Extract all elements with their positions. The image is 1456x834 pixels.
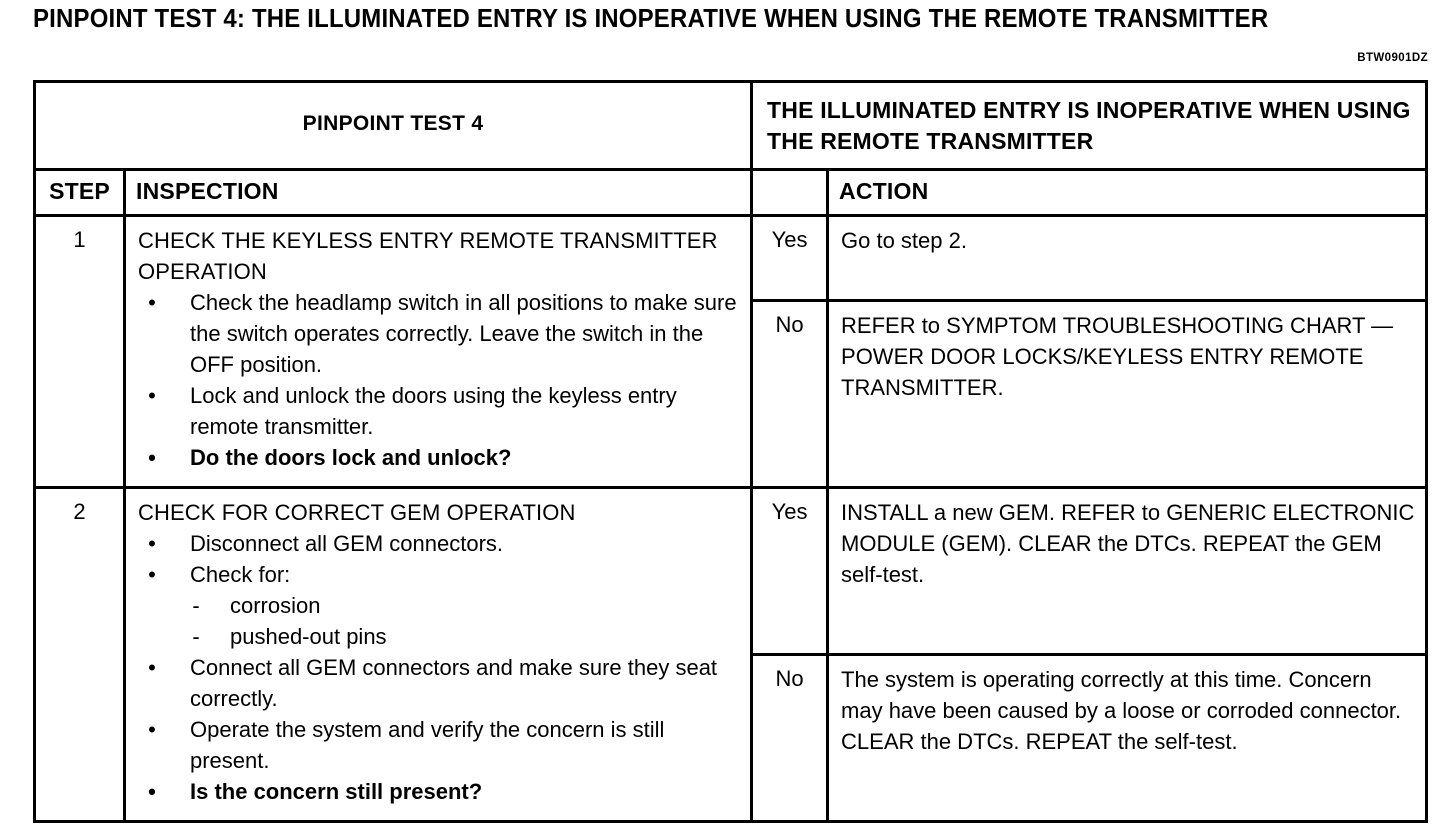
- document-code: BTW0901DZ: [1357, 52, 1428, 64]
- table-row: 1 CHECK THE KEYLESS ENTRY REMOTE TRANSMI…: [33, 214, 1429, 489]
- action-text: INSTALL a new GEM. REFER to GENERIC ELEC…: [841, 499, 1415, 587]
- bullet-text: Disconnect all GEM connectors.: [190, 530, 504, 556]
- test-id-cell: PINPOINT TEST 4: [32, 80, 754, 171]
- dash-icon: -: [192, 623, 200, 649]
- inspection-cell: CHECK THE KEYLESS ENTRY REMOTE TRANSMITT…: [122, 214, 754, 489]
- table-row: No REFER to SYMPTOM TROUBLESHOOTING CHAR…: [35, 299, 1429, 489]
- table-header-title-row: PINPOINT TEST 4 THE ILLUMINATED ENTRY IS…: [32, 80, 1429, 171]
- inspection-cell: CHECK FOR CORRECT GEM OPERATION • Discon…: [122, 485, 754, 824]
- page-title: PINPOINT TEST 4: THE ILLUMINATED ENTRY I…: [33, 5, 1269, 33]
- list-item: • Check for: - corrosion - pushed-out pi…: [138, 559, 740, 652]
- list-item: • Lock and unlock the doors using the ke…: [138, 380, 740, 442]
- sub-bullet-text: pushed-out pins: [230, 623, 387, 649]
- inspection-bullet-list: • Check the headlamp switch in all posit…: [138, 287, 740, 473]
- list-item: • Connect all GEM connectors and make su…: [138, 652, 740, 714]
- action-text: REFER to SYMPTOM TROUBLESHOOTING CHART —…: [841, 313, 1394, 401]
- list-item: • Check the headlamp switch in all posit…: [138, 287, 740, 380]
- bullet-text: Check the headlamp switch in all positio…: [190, 290, 737, 378]
- table-row: No The system is operating correctly at …: [35, 652, 1429, 824]
- list-item: • Do the doors lock and unlock?: [138, 442, 740, 473]
- action-cell: Go to step 2.: [826, 214, 1429, 303]
- bullet-icon: •: [148, 561, 156, 587]
- test-name-cell: THE ILLUMINATED ENTRY IS INOPERATIVE WHE…: [750, 80, 1429, 171]
- bullet-icon: •: [148, 383, 156, 409]
- bullet-icon: •: [148, 530, 156, 556]
- sub-bullet-text: corrosion: [230, 592, 321, 618]
- inspection-bullet-list: • Disconnect all GEM connectors. • Check…: [138, 528, 740, 807]
- step-number: 1: [33, 214, 126, 489]
- table-row: 2 CHECK FOR CORRECT GEM OPERATION • Disc…: [33, 485, 1429, 824]
- dash-icon: -: [192, 592, 200, 618]
- pinpoint-test-table: PINPOINT TEST 4 THE ILLUMINATED ENTRY IS…: [32, 80, 1429, 824]
- bullet-icon: •: [148, 654, 156, 680]
- bullet-text: Connect all GEM connectors and make sure…: [190, 654, 718, 711]
- bullet-text: Operate the system and verify the concer…: [190, 716, 665, 773]
- result-label-no: No: [750, 652, 830, 824]
- list-item: - corrosion: [190, 590, 740, 621]
- list-item: • Disconnect all GEM connectors.: [138, 528, 740, 559]
- list-item: • Is the concern still present?: [138, 776, 740, 807]
- action-text: Go to step 2.: [841, 228, 967, 254]
- list-item: • Operate the system and verify the conc…: [138, 714, 740, 776]
- action-text: The system is operating correctly at thi…: [841, 666, 1402, 754]
- result-label-yes: Yes: [750, 485, 830, 656]
- column-header-action: ACTION: [826, 167, 1429, 218]
- inspection-heading: CHECK FOR CORRECT GEM OPERATION: [138, 499, 576, 525]
- result-label-no: No: [750, 299, 830, 489]
- bullet-text: Check for:: [190, 561, 291, 587]
- bullet-icon: •: [148, 445, 156, 471]
- table-column-header-row: STEP INSPECTION ACTION: [33, 167, 1429, 218]
- action-cell: REFER to SYMPTOM TROUBLESHOOTING CHART —…: [826, 299, 1429, 489]
- sub-bullet-list: - corrosion - pushed-out pins: [190, 590, 740, 652]
- action-cell: INSTALL a new GEM. REFER to GENERIC ELEC…: [826, 485, 1429, 656]
- step-number: 2: [33, 485, 126, 824]
- column-header-spacer: [750, 167, 830, 218]
- bullet-icon: •: [148, 778, 156, 804]
- bullet-icon: •: [148, 716, 156, 742]
- column-header-inspection: INSPECTION: [122, 167, 754, 218]
- inspection-heading: CHECK THE KEYLESS ENTRY REMOTE TRANSMITT…: [138, 228, 718, 285]
- bullet-text: Is the concern still present?: [190, 778, 483, 804]
- bullet-text: Lock and unlock the doors using the keyl…: [190, 383, 677, 440]
- result-label-yes: Yes: [750, 214, 830, 303]
- bullet-text: Do the doors lock and unlock?: [190, 445, 512, 471]
- bullet-icon: •: [148, 290, 156, 316]
- list-item: - pushed-out pins: [190, 621, 740, 652]
- action-cell: The system is operating correctly at thi…: [826, 652, 1429, 824]
- column-header-step: STEP: [33, 167, 126, 218]
